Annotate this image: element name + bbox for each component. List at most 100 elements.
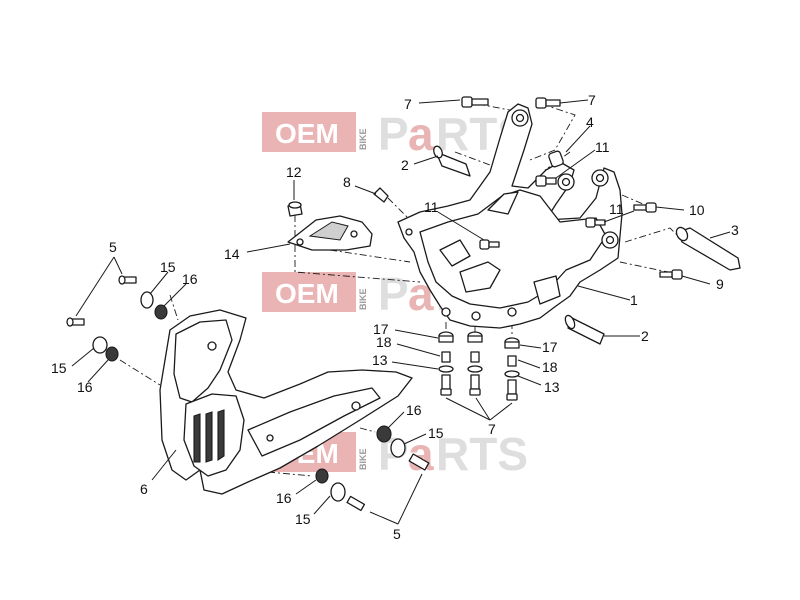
callout-label: 16	[77, 379, 93, 395]
sleeve-18	[470, 351, 480, 363]
callout-label: 16	[406, 402, 422, 418]
leader-line	[151, 449, 177, 481]
skid-plate-mount-hole	[266, 434, 274, 442]
assembly-line	[294, 215, 421, 283]
bolt-7-head	[440, 388, 452, 396]
leader-line	[354, 185, 377, 195]
leader-line	[655, 206, 685, 211]
skid-plate-slot	[217, 409, 225, 462]
assembly-line	[119, 359, 161, 386]
assembly-line	[267, 471, 313, 477]
bolt-11-head	[535, 175, 547, 187]
callout-label: 11	[595, 139, 610, 155]
leader-line	[71, 347, 95, 367]
main-bracket-cutout	[439, 239, 471, 267]
bracket-mount-hole-inner	[605, 235, 615, 245]
watermark-bike-text: BIKE	[358, 448, 368, 470]
bolt-7-shank	[545, 99, 561, 107]
lower-mounts	[438, 331, 520, 378]
leader-line	[577, 285, 631, 301]
washer-13	[504, 370, 520, 378]
callout-label: 15	[295, 511, 311, 527]
bracket-mount-hole	[471, 311, 481, 321]
callout-label: 18	[376, 334, 392, 350]
watermark-top: OEM BIKE P a RTS	[262, 108, 528, 160]
leader-line	[445, 397, 491, 421]
callout-label: 13	[544, 379, 560, 395]
callout-label: 13	[372, 352, 388, 368]
main-bracket-cutout	[459, 261, 501, 293]
bolt-7-shank	[470, 374, 480, 390]
washer-13	[438, 365, 454, 373]
skid-plate-mount-hole	[207, 341, 217, 351]
bracket-mount-hole-inner	[595, 173, 605, 183]
bushing-15	[330, 482, 346, 502]
assembly-line	[359, 427, 376, 433]
watermark-a-text: a	[408, 108, 434, 160]
callout-label: 17	[542, 339, 558, 355]
skid-plate-slot	[193, 413, 201, 463]
leader-line	[397, 473, 423, 525]
callout-label: 2	[401, 157, 409, 173]
skid-plate-front-face	[173, 319, 233, 403]
plate-14-face	[308, 221, 349, 241]
callout-labels: 7 7 4 2 11 12 8 11 11 10 3 14 9 1 5 15 1…	[51, 92, 739, 542]
spacers	[433, 145, 741, 345]
callout-label: 1	[630, 292, 638, 308]
leader-line	[681, 275, 711, 285]
callout-label: 14	[224, 246, 240, 262]
leader-line	[396, 343, 441, 357]
leader-line	[555, 149, 596, 179]
bolt-7-shank	[471, 98, 489, 106]
bracket-mount-hole	[507, 307, 517, 317]
grommet-16	[315, 468, 329, 484]
leader-line	[75, 256, 115, 317]
skid-plate-mount-hole	[351, 401, 361, 411]
bushing-15	[140, 291, 154, 309]
leader-line	[295, 479, 317, 495]
bolt-7-head	[506, 393, 518, 401]
leader-line	[489, 402, 513, 421]
callout-label: 7	[488, 421, 496, 437]
leader-line	[519, 344, 542, 349]
nut-12-top	[288, 201, 302, 209]
callout-label: 4	[586, 114, 594, 130]
bracket-mount-hole	[441, 307, 451, 317]
grommet-17-body	[438, 335, 454, 343]
leader-line	[403, 433, 427, 445]
bushing-4	[548, 150, 564, 168]
plate-14-hole	[296, 238, 304, 246]
spacer-2-top	[435, 151, 471, 177]
callout-label: 5	[393, 526, 401, 542]
watermark-bike-text: BIKE	[358, 128, 368, 150]
main-bracket	[397, 103, 623, 329]
assembly-line	[624, 227, 681, 243]
bracket-mount-hole	[405, 228, 413, 236]
strut-3	[677, 227, 741, 271]
callout-label: 17	[373, 321, 389, 337]
bolt-11-head	[585, 217, 596, 228]
callout-label: 8	[343, 174, 351, 190]
bolt-11-head	[479, 239, 490, 250]
leader-line	[387, 411, 405, 429]
bolt-7-head	[469, 388, 481, 396]
main-bracket-cutout	[487, 191, 519, 215]
bolt-10-shank	[633, 204, 647, 211]
watermark-rts-text: RTS	[436, 428, 528, 480]
leader-line	[113, 256, 123, 275]
watermark-oem-text: OEM	[275, 278, 339, 309]
leader-line	[163, 283, 187, 307]
bolt-9-head	[671, 269, 683, 280]
small-parts	[287, 187, 389, 251]
leader-line	[391, 361, 439, 370]
bolt-5-shank	[346, 495, 366, 512]
grommet-17-body	[504, 341, 520, 349]
leader-line	[418, 99, 461, 104]
main-bracket-cutout	[533, 275, 561, 305]
leader-line	[246, 243, 291, 253]
sleeve-18	[441, 351, 451, 363]
bolt-5-head	[66, 317, 74, 327]
bolt-5-head	[118, 275, 126, 285]
leader-lines	[71, 99, 731, 525]
watermark-oem-box	[262, 112, 356, 152]
